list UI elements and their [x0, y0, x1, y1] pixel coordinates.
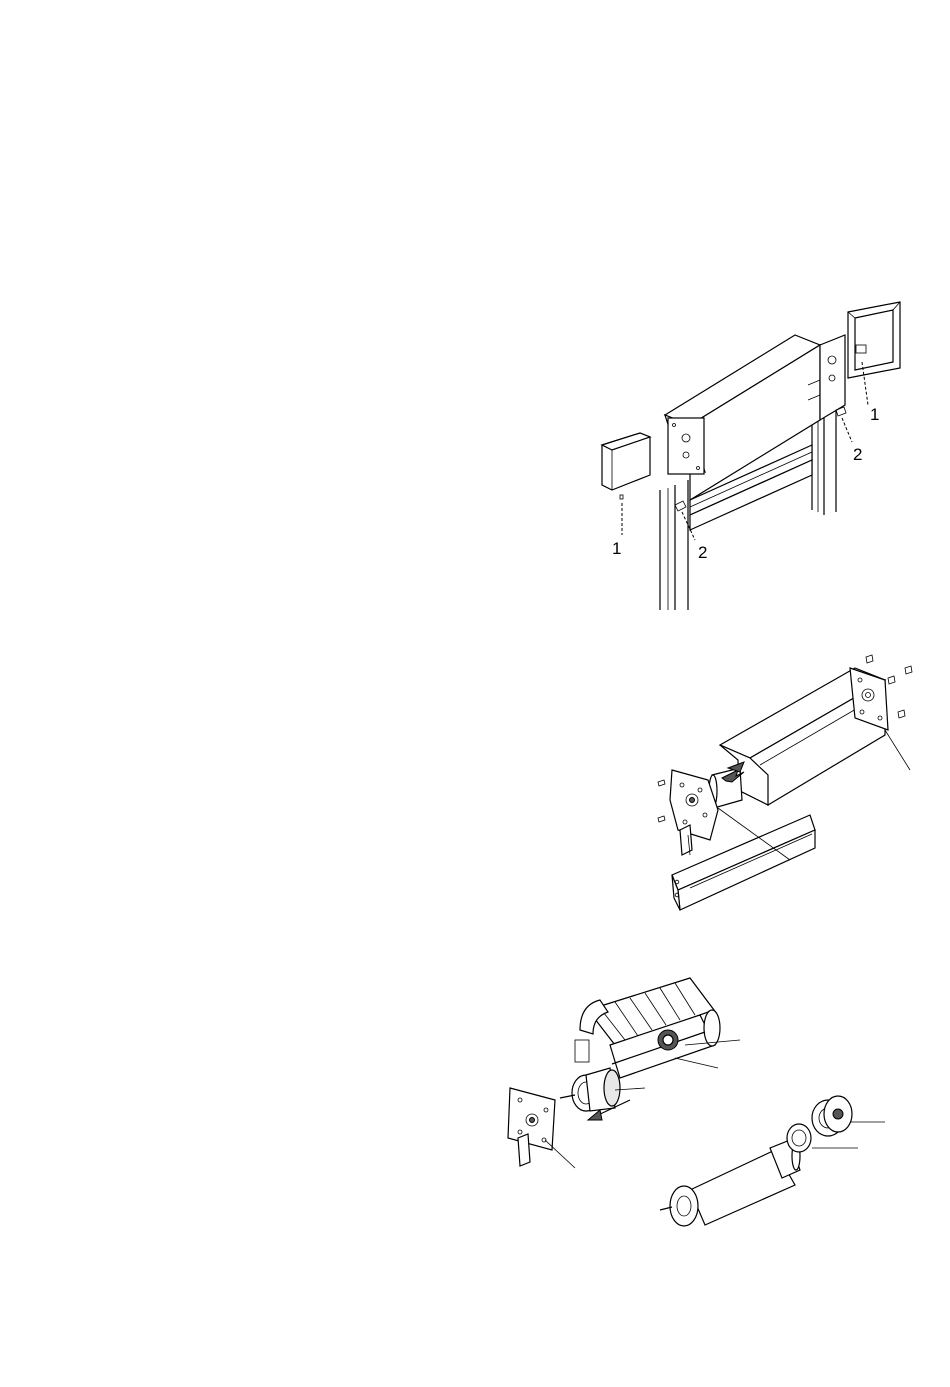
figure-headbox-end-caps: 1 2 1 2	[602, 302, 900, 610]
leader-3d	[545, 1140, 575, 1168]
callout-screw-left: 2	[698, 543, 707, 562]
adapter-ring-3	[787, 1124, 811, 1152]
end-cap-left	[602, 433, 650, 535]
callout-cap-left: 1	[612, 539, 621, 558]
motor-tube-3	[660, 1140, 800, 1226]
guide-rail-left	[660, 480, 688, 610]
drive-wheel-3	[812, 1096, 852, 1136]
callout-cap-right: 1	[870, 405, 879, 424]
leader-right-plate	[885, 730, 910, 770]
side-plate-3	[508, 1088, 555, 1166]
callout-screw-right: 2	[853, 445, 862, 464]
end-cap-right	[848, 302, 900, 405]
figure-motor-roller-tube	[508, 978, 885, 1226]
screw-right	[836, 407, 852, 442]
leader-3b	[675, 1058, 718, 1068]
figure-side-plate-removal	[658, 655, 912, 910]
